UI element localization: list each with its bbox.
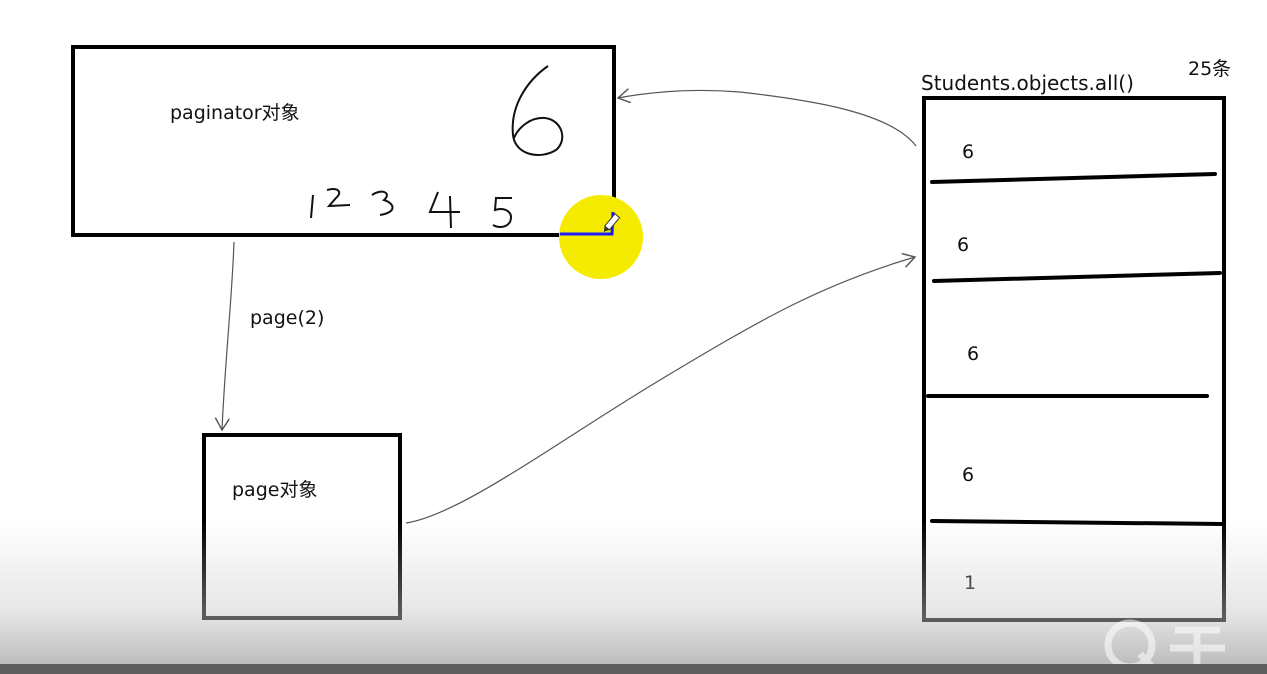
arrow-page-to-queryset [405,257,915,524]
segment-count: 6 [962,464,975,486]
segment-count: 6 [957,234,970,256]
video-progress-bar[interactable] [0,664,1267,674]
paginator-label: paginator对象 [170,102,300,124]
page-call-label: page(2) [250,307,325,329]
handwritten-six [511,65,564,156]
handwritten-page-numbers [310,188,512,229]
paginator-box [71,45,616,237]
segment-count: 6 [967,343,980,365]
queryset-title: Students.objects.all() [921,71,1134,95]
arrow-paginator-to-page [222,241,235,430]
total-count-label: 25条 [1188,58,1232,80]
page-object-label: page对象 [232,479,318,501]
segment-count: 1 [964,572,977,594]
arrow-queryset-to-paginator [618,90,917,147]
page-box [202,433,402,620]
cursor-highlight [559,195,643,279]
pencil-icon [603,213,621,232]
segment-count: 6 [962,141,975,163]
